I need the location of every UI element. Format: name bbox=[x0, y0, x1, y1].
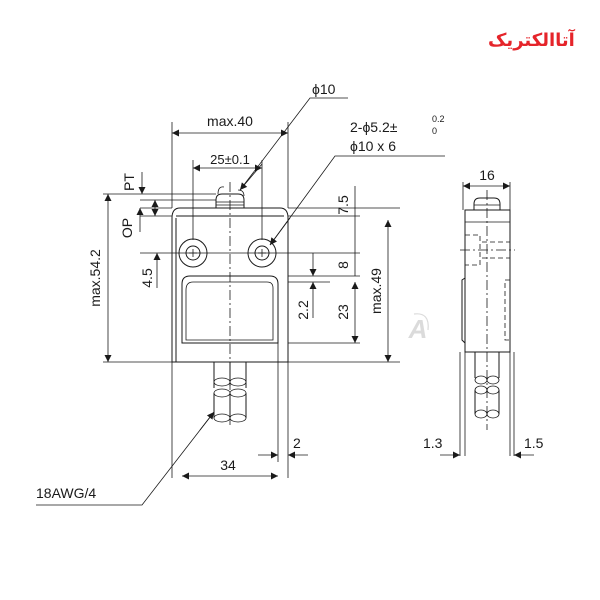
dim-pitch: 25±0.1 bbox=[210, 152, 250, 167]
dim-23: 23 bbox=[335, 304, 351, 320]
dim-7-5: 7.5 bbox=[335, 195, 351, 215]
dim-max49: max.49 bbox=[368, 268, 384, 314]
watermark-letter: A bbox=[408, 314, 428, 344]
side-view: 16 1.3 1.5 bbox=[423, 167, 544, 459]
dim-8: 8 bbox=[335, 261, 351, 269]
brand-logo-text: آتاالکتریک bbox=[488, 30, 575, 51]
cable-spec: 18AWG/4 bbox=[36, 485, 96, 501]
cable bbox=[213, 362, 247, 423]
dim-op: OP bbox=[119, 218, 135, 238]
switch-body bbox=[171, 182, 300, 425]
dim-2: 2 bbox=[293, 435, 301, 451]
dim-phi10: ϕ10 bbox=[312, 81, 336, 97]
dim-1-3: 1.3 bbox=[423, 435, 443, 451]
hole-tol-upper: 0.2 bbox=[432, 114, 445, 124]
hole-spec-line1: 2-ϕ5.2± bbox=[350, 119, 398, 135]
dim-2-2: 2.2 bbox=[295, 300, 311, 320]
dim-max40: max.40 bbox=[207, 113, 253, 129]
brand-logo: آتاالکتریک bbox=[488, 30, 588, 56]
dim-4-5: 4.5 bbox=[139, 268, 155, 288]
dim-1-5: 1.5 bbox=[524, 435, 544, 451]
hole-tol-lower: 0 bbox=[432, 126, 437, 136]
watermark: A bbox=[408, 313, 429, 344]
dim-34: 34 bbox=[220, 457, 236, 473]
front-view: max.40 25±0.1 ϕ10 2-ϕ5.2± 0.2 0 ϕ10 x 6 … bbox=[36, 81, 445, 506]
dim-max54-2: max.54.2 bbox=[87, 249, 103, 307]
dim-16: 16 bbox=[479, 167, 495, 183]
dim-pt: PT bbox=[121, 173, 137, 191]
hole-spec-line2: ϕ10 x 6 bbox=[350, 138, 396, 154]
